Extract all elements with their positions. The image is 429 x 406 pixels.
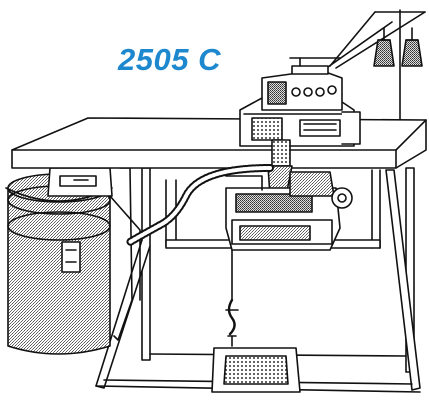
sewing-machine-head	[239, 57, 361, 147]
waste-bin	[5, 173, 113, 355]
pedal-linkage	[225, 249, 239, 347]
foot-pedal	[211, 347, 301, 393]
model-label: 2505 C	[118, 42, 221, 77]
motor	[225, 171, 353, 251]
suction-hose	[126, 164, 274, 246]
thread-spool-right	[401, 27, 423, 67]
table-top	[11, 117, 427, 169]
thread-spool-left	[373, 27, 395, 67]
